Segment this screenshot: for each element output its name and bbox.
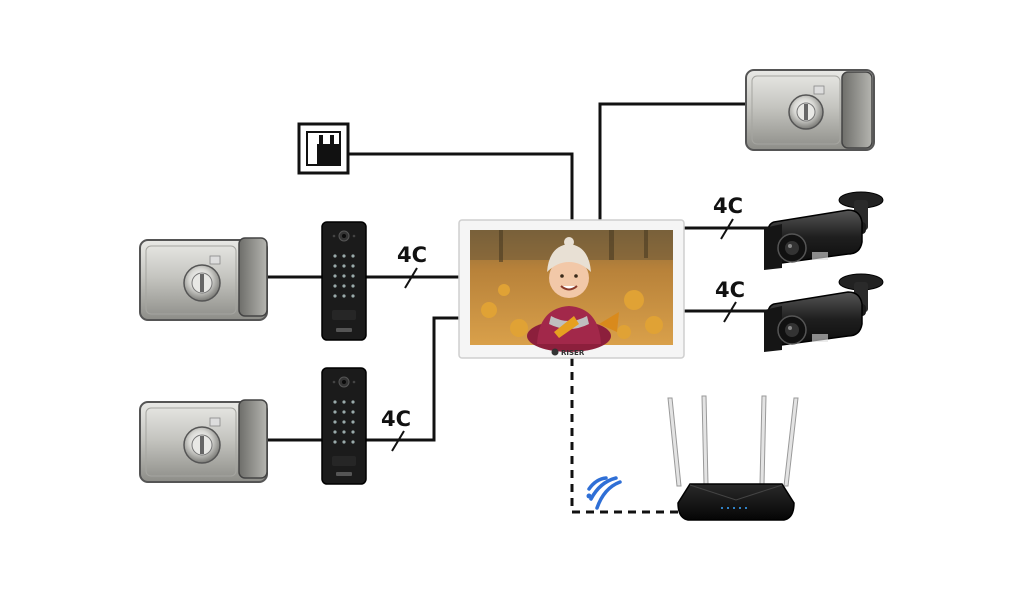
label-4c-camera-bottom: 4C — [715, 278, 745, 302]
electric-lock-top-right — [746, 70, 874, 150]
indoor-monitor: RISER — [459, 220, 684, 358]
monitor-brand-label: RISER — [561, 349, 585, 357]
electric-lock-left-bottom — [140, 400, 267, 482]
label-4c-keypad-top: 4C — [397, 243, 427, 267]
wire-power — [348, 154, 572, 220]
label-4c-camera-top: 4C — [713, 194, 743, 218]
wifi-router — [668, 396, 798, 520]
label-4c-keypad-bottom: 4C — [381, 407, 411, 431]
security-camera-bottom — [764, 274, 883, 352]
keypad-panel-top — [322, 222, 366, 340]
electric-lock-left-top — [140, 238, 267, 320]
keypad-panel-bottom — [322, 368, 366, 484]
security-camera-top — [764, 192, 883, 270]
power-supply-icon — [299, 124, 348, 173]
wifi-icon — [587, 478, 621, 508]
